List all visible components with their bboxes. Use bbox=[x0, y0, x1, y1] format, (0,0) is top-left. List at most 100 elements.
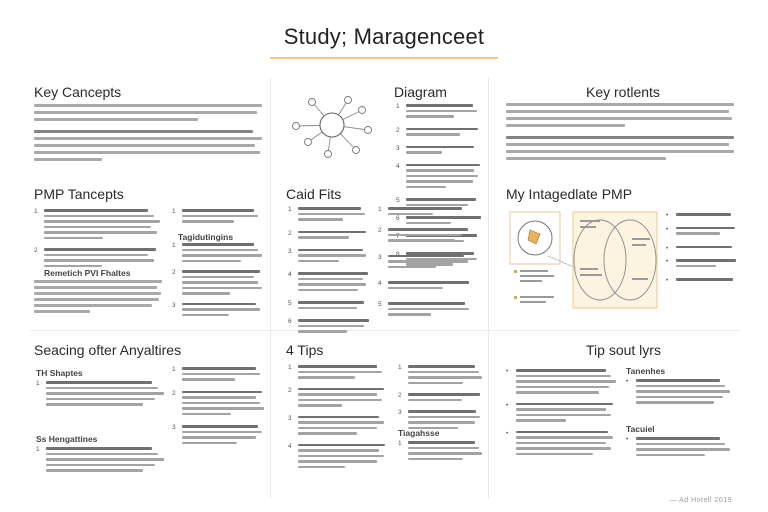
list-bullet: 6 bbox=[288, 318, 292, 325]
list-item: 4 bbox=[378, 280, 472, 289]
section-heading-tips: 4 Tips bbox=[286, 342, 324, 358]
list-bullet: 3 bbox=[288, 247, 292, 255]
column-divider bbox=[488, 78, 489, 498]
list-item: 1 bbox=[172, 208, 264, 223]
list-item: 2 bbox=[398, 392, 484, 401]
list-item: 1 bbox=[398, 440, 484, 460]
list-item: 3 bbox=[288, 247, 370, 262]
list-bullet: 7 bbox=[396, 233, 400, 240]
section-heading-key-points: Key rotlents bbox=[586, 84, 660, 100]
list-item: 4 bbox=[396, 162, 482, 188]
list-bullet: 5 bbox=[288, 300, 292, 307]
section-heading-seeing: Seacing ofter Anyaltires bbox=[34, 342, 182, 358]
list-bullet: 1 bbox=[288, 364, 292, 371]
list-bullet: 2 bbox=[378, 227, 382, 234]
list-bullet: 2 bbox=[172, 269, 176, 276]
list-item: 1 bbox=[398, 364, 484, 384]
seeing-subheading: Ss Hengattines bbox=[36, 434, 98, 444]
pmp-subheading: Remetich PVI Fhaltes bbox=[44, 268, 131, 278]
key-points-text bbox=[506, 103, 734, 160]
list-item: 6 bbox=[396, 215, 482, 224]
list-bullet: 5 bbox=[378, 301, 382, 308]
column-divider bbox=[270, 78, 271, 498]
list-item: 1 bbox=[36, 446, 166, 472]
list-bullet: • bbox=[506, 368, 509, 375]
list-bullet: 6 bbox=[396, 215, 400, 222]
list-bullet: • bbox=[506, 429, 509, 437]
list-item: 5 bbox=[396, 197, 482, 206]
list-item: • bbox=[666, 212, 738, 219]
section-heading-pmp-concepts: PMP Tancepts bbox=[34, 186, 124, 202]
list-item: 5 bbox=[378, 301, 472, 316]
integrated-venn-diagram bbox=[509, 211, 658, 309]
page-title: Study; Maragenceet bbox=[283, 24, 485, 49]
list-bullet: • bbox=[626, 436, 629, 443]
list-item: 1 bbox=[172, 242, 264, 262]
list-item: • bbox=[626, 436, 732, 456]
list-bullet: 1 bbox=[36, 446, 40, 453]
list-item: • bbox=[506, 429, 618, 455]
list-item: 1 bbox=[288, 206, 370, 221]
list-bullet: 4 bbox=[288, 271, 292, 278]
list-item: • bbox=[506, 368, 618, 394]
list-item: 3 bbox=[172, 301, 264, 316]
list-bullet: 4 bbox=[396, 162, 400, 170]
list-item: 1 bbox=[288, 364, 388, 379]
list-item: 3 bbox=[396, 145, 482, 154]
list-item: 2 bbox=[396, 127, 482, 136]
list-item: 2 bbox=[288, 387, 388, 407]
list-bullet: 2 bbox=[172, 389, 176, 397]
list-bullet: 3 bbox=[396, 144, 400, 152]
list-bullet: 2 bbox=[34, 247, 38, 254]
list-bullet: 3 bbox=[288, 414, 292, 422]
list-item: 3 bbox=[378, 253, 472, 268]
tip-sout-subheading: Tacuiel bbox=[626, 424, 655, 434]
list-bullet: 4 bbox=[378, 280, 382, 287]
list-item: 1 bbox=[172, 366, 266, 381]
list-bullet: 1 bbox=[172, 242, 176, 249]
list-item: 4 bbox=[288, 271, 370, 291]
list-bullet: 1 bbox=[36, 380, 40, 387]
list-bullet: • bbox=[506, 401, 509, 409]
list-bullet: 2 bbox=[288, 229, 292, 237]
pmp-text-block bbox=[34, 280, 162, 313]
list-item: • bbox=[666, 245, 738, 252]
list-item: 1 bbox=[378, 206, 472, 215]
footer-credit: — Ad Hotell 2019 bbox=[669, 497, 732, 504]
list-bullet: 1 bbox=[398, 440, 402, 447]
list-bullet: 3 bbox=[172, 424, 176, 431]
list-item: 6 bbox=[288, 318, 370, 333]
tips-subheading: Tiagahsse bbox=[398, 428, 440, 438]
list-item: 2 bbox=[288, 230, 370, 239]
list-item: 1 bbox=[36, 380, 166, 406]
list-item: 4 bbox=[288, 442, 388, 468]
list-item: 3 bbox=[288, 415, 388, 435]
list-bullet: 1 bbox=[288, 206, 292, 213]
section-heading-key-concepts: Key Cancepts bbox=[34, 84, 122, 100]
list-item: 2 bbox=[34, 247, 162, 267]
list-bullet: 5 bbox=[396, 197, 400, 204]
list-item: 1 bbox=[34, 208, 162, 239]
list-item: • bbox=[666, 258, 738, 267]
list-bullet: 1 bbox=[396, 103, 400, 110]
list-bullet: 3 bbox=[398, 409, 402, 416]
list-item: • bbox=[506, 402, 618, 422]
list-item: • bbox=[626, 378, 732, 404]
pmp-subheading: Tagidutingins bbox=[178, 232, 234, 242]
list-bullet: • bbox=[626, 378, 629, 385]
list-item: 3 bbox=[172, 424, 266, 444]
list-item: • bbox=[666, 226, 738, 235]
seeing-subheading: TH Shaptes bbox=[36, 368, 83, 378]
key-concepts-text bbox=[34, 104, 262, 161]
row-divider bbox=[30, 330, 740, 331]
list-bullet: 3 bbox=[378, 253, 382, 261]
list-bullet: 4 bbox=[288, 442, 292, 450]
list-bullet: 1 bbox=[378, 206, 382, 213]
list-item: 3 bbox=[398, 409, 484, 429]
section-heading-tip-sout: Tip sout lyrs bbox=[586, 342, 661, 358]
network-diagram bbox=[292, 96, 372, 158]
list-bullet: 1 bbox=[172, 366, 176, 373]
list-bullet: • bbox=[666, 244, 669, 252]
list-bullet: 3 bbox=[172, 301, 176, 309]
section-heading-card-tips: Caid Fits bbox=[286, 186, 342, 202]
